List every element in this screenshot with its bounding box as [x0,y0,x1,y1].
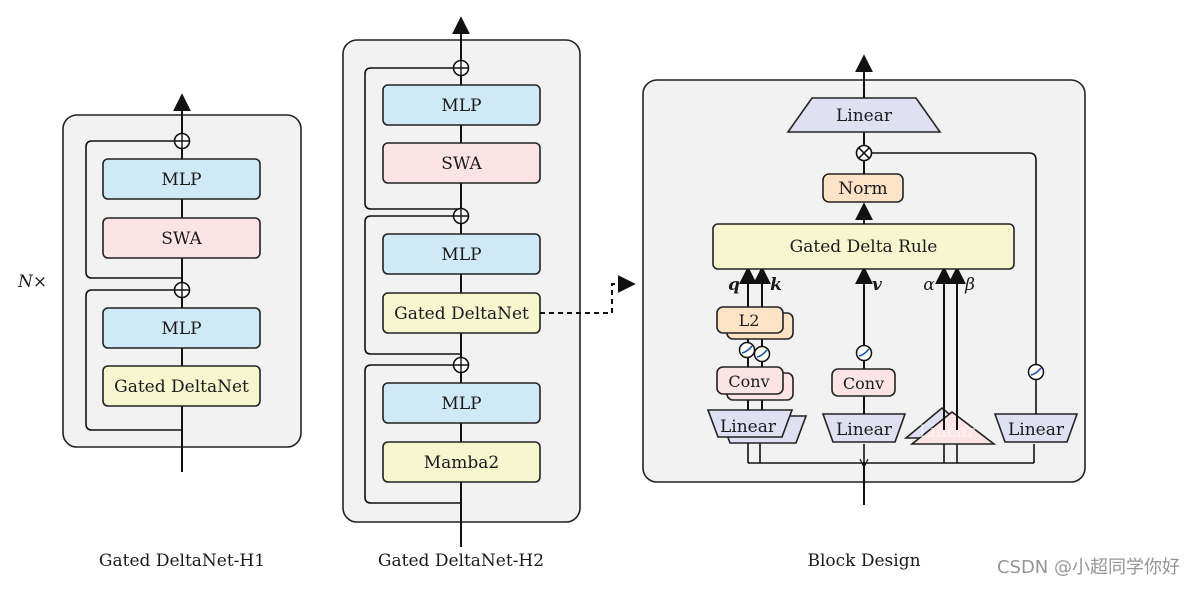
h1-mlp-top-label: MLP [161,170,201,190]
h1-group: MLP SWA MLP Gated DeltaNet N× Gated Delt… [17,93,302,571]
h2-mlp-1-block [382,84,541,126]
qk-conv-block [716,366,784,395]
ab-linear-label: Linear [919,422,976,442]
watermark: CSDN @小超同学你好 [996,557,1180,578]
l2-norm-block [716,306,784,334]
h2-mlp-2-block [382,233,541,275]
norm-label: Norm [838,179,887,199]
ab-linear-shape [909,410,997,445]
h1-gated-deltanet-block [102,365,261,407]
qk-linear-label: Linear [720,417,777,437]
output-linear-shape [786,97,942,133]
h1-gated-deltanet-label: Gated DeltaNet [114,377,249,397]
output-linear-label: Linear [836,106,893,126]
h2-mlp-1-label: MLP [441,96,481,116]
h1-mlp-bottom-label: MLP [161,319,201,339]
h2-mamba2-block [382,441,541,483]
beta-label: β [964,275,975,295]
h1-caption: Gated DeltaNet-H1 [99,551,265,571]
block-design-caption: Block Design [807,551,920,571]
v-linear-label: Linear [836,420,893,440]
h2-mlp-3-block [382,382,541,424]
qk-linear-shape [706,409,794,438]
v-label: v [872,275,883,295]
block-design-group: Linear Conv L2 q k Linear Conv v Linear … [642,54,1086,571]
v-linear-shape [821,413,907,443]
h2-mamba2-label: Mamba2 [424,453,500,473]
v-conv-label: Conv [843,374,884,393]
gate-linear-shape [993,413,1079,443]
h2-caption: Gated DeltaNet-H2 [378,551,544,571]
l2-norm-label: L2 [739,311,760,330]
detail-dashed-arrow [540,275,636,314]
h1-mlp-top-block [102,158,261,200]
alpha-label: α [923,275,935,295]
gated-delta-rule-label: Gated Delta Rule [790,237,938,257]
h1-mlp-bottom-block [102,307,261,349]
h1-swa-label: SWA [161,229,202,249]
h2-swa-block [382,142,541,184]
qk-conv-label: Conv [728,372,769,391]
gate-linear-label: Linear [1008,420,1065,440]
h2-gated-deltanet-label: Gated DeltaNet [394,304,529,324]
h1-swa-block [102,217,261,259]
q-label: q [728,275,740,295]
k-label: k [770,275,782,295]
h2-group: MLP SWA MLP Gated DeltaNet MLP Mamba2 Ga… [342,16,636,571]
h2-mlp-2-label: MLP [441,245,481,265]
h2-mlp-3-label: MLP [441,394,481,414]
h2-swa-label: SWA [441,154,482,174]
v-conv-block [831,368,896,397]
h1-repeat-label: N× [17,272,47,292]
